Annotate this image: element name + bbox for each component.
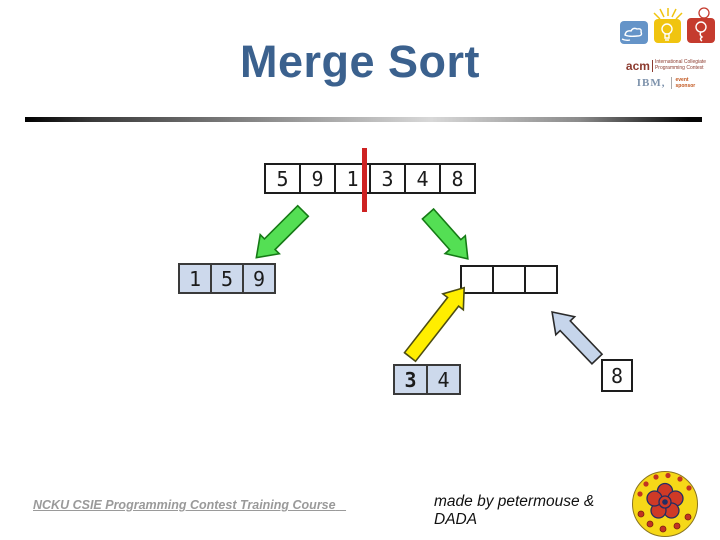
array-cell: 5 (264, 163, 301, 194)
page-title: Merge Sort (239, 36, 481, 87)
ibm-logo: IBM, (636, 77, 666, 89)
array-single: 8 (601, 359, 633, 392)
array-cell-empty (492, 265, 526, 294)
title-divider (25, 117, 702, 122)
array-cell: 8 (439, 163, 476, 194)
array-cell: 9 (242, 263, 276, 294)
ncku-seal-logo (632, 471, 698, 537)
array-cell: 4 (404, 163, 441, 194)
array-cell: 8 (601, 359, 633, 392)
split-left-arrow-icon (255, 204, 310, 259)
array-pair: 3 4 (393, 364, 461, 395)
merge-blue-arrow-icon (551, 310, 604, 365)
array-cell: 3 (393, 364, 428, 395)
array-cell: 1 (178, 263, 212, 294)
acm-label: acm (625, 59, 650, 73)
course-footer-text: NCKU CSIE Programming Contest Training C… (33, 498, 347, 512)
credits-text: made by petermouse & DADA (434, 493, 595, 529)
array-unsorted: 5 9 1 3 4 8 (264, 163, 476, 194)
split-right-arrow-icon (421, 207, 469, 260)
icpc-squares-icon (620, 7, 715, 44)
array-cell-empty (460, 265, 494, 294)
array-cell: 3 (369, 163, 406, 194)
array-cell: 9 (299, 163, 336, 194)
array-left-sorted: 1 5 9 (178, 263, 276, 294)
array-merge-target (460, 265, 558, 294)
array-cell: 5 (210, 263, 244, 294)
split-divider-line (362, 148, 367, 212)
event-sponsor-label: event sponsor (670, 77, 695, 89)
array-cell-empty (524, 265, 558, 294)
array-cell: 4 (426, 364, 461, 395)
icpc-logo: acm International Collegiate Programming… (616, 6, 716, 89)
acm-description: International Collegiate Programming Con… (651, 59, 706, 72)
